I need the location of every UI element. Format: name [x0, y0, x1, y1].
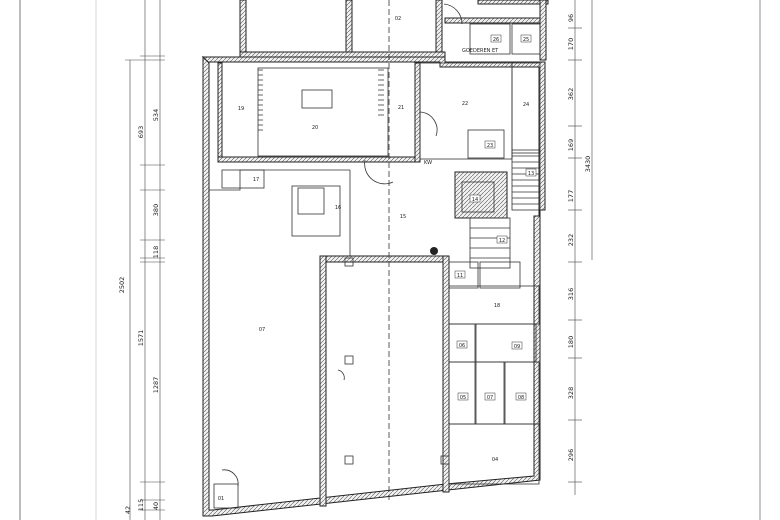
svg-text:07: 07: [259, 327, 265, 333]
svg-text:07: 07: [487, 395, 493, 401]
dimension-labels-right: 96 170 362 169 177 232 316 180 328 296 3…: [567, 14, 592, 461]
dim-693: 693: [137, 126, 145, 138]
room-label: 23: [484, 140, 496, 149]
room-label: 07: [259, 327, 265, 333]
kw-annotation: KW: [424, 160, 432, 166]
svg-text:01: 01: [218, 496, 224, 502]
room-label: 08: [515, 392, 527, 401]
dim-40: 40: [152, 502, 160, 510]
svg-text:11: 11: [457, 273, 463, 279]
room-label: 22: [462, 101, 468, 107]
svg-text:04: 04: [492, 457, 498, 463]
dim-42: 42: [124, 506, 132, 514]
room-label: 21: [398, 105, 404, 111]
dim-169: 169: [567, 139, 575, 151]
room-label: 05: [457, 392, 469, 401]
dim-3430: 3430: [584, 156, 592, 173]
outer-wall: [201, 55, 546, 517]
room-labels: 02 26 25 19 20 21 22 24 23 17 16 15 13 1…: [218, 16, 537, 502]
dim-362: 362: [567, 88, 575, 100]
dim-534: 534: [152, 109, 160, 121]
stair-block-top-wall: [444, 17, 546, 24]
svg-text:13: 13: [528, 171, 534, 177]
dim-1571: 1571: [137, 330, 145, 347]
room-label: 25: [520, 34, 532, 43]
room-label: 18: [494, 303, 500, 309]
svg-text:21: 21: [398, 105, 404, 111]
dim-180: 180: [567, 336, 575, 348]
room-label: 20: [312, 125, 318, 131]
table: [301, 89, 333, 109]
room-label: 16: [335, 205, 341, 211]
dim-328: 328: [567, 387, 575, 399]
room-label: 13: [525, 168, 537, 177]
building: [201, 0, 549, 517]
dim-96: 96: [567, 14, 575, 22]
room-label: 17: [253, 177, 259, 183]
room-label: 11: [454, 270, 466, 279]
svg-text:12: 12: [499, 238, 505, 244]
dim-296: 296: [567, 449, 575, 461]
svg-text:18: 18: [494, 303, 500, 309]
svg-text:15: 15: [400, 214, 406, 220]
room-label: 12: [496, 235, 508, 244]
svg-text:20: 20: [312, 125, 318, 131]
room-label: 02: [395, 16, 401, 22]
room-label: 07: [484, 392, 496, 401]
svg-text:05: 05: [460, 395, 466, 401]
dim-380: 380: [152, 204, 160, 216]
dimension-chain-right: [568, 0, 593, 495]
svg-text:24: 24: [523, 102, 529, 108]
dim-1287: 1287: [152, 377, 160, 394]
room-label: 06: [456, 340, 468, 349]
room-label: 14: [469, 194, 481, 203]
dim-316: 316: [567, 288, 575, 300]
svg-text:25: 25: [523, 37, 529, 43]
svg-text:02: 02: [395, 16, 401, 22]
svg-text:23: 23: [487, 143, 493, 149]
room-label: 01: [218, 496, 224, 502]
dim-115: 115: [137, 499, 145, 511]
room-label: 09: [511, 341, 523, 350]
svg-text:09: 09: [514, 344, 520, 350]
dim-170: 170: [567, 38, 575, 50]
dimension-labels-left: 693 534 380 118 2502 1571 1287 115 42 40: [118, 109, 160, 514]
svg-text:14: 14: [472, 197, 478, 203]
lift-core: [454, 171, 508, 219]
room-label: 26: [490, 34, 502, 43]
room-label: 24: [523, 102, 529, 108]
svg-text:16: 16: [335, 205, 341, 211]
dimension-chain-left: [125, 0, 165, 520]
entrance-annotation: GOEDEREN ET: [462, 48, 499, 54]
dim-232: 232: [567, 234, 575, 246]
dim-177: 177: [567, 190, 575, 202]
hall-wall-left: [319, 255, 327, 507]
svg-text:26: 26: [493, 37, 499, 43]
annex-wall-right: [435, 0, 443, 59]
hall-wall-top: [319, 255, 449, 263]
dim-118: 118: [152, 246, 160, 258]
room-label: 19: [238, 106, 244, 112]
dim-2502: 2502: [118, 277, 126, 294]
annex-wall-top: [239, 0, 247, 59]
svg-text:19: 19: [238, 106, 244, 112]
annex-wall-mid: [345, 0, 353, 59]
svg-text:22: 22: [462, 101, 468, 107]
svg-text:08: 08: [518, 395, 524, 401]
room-label: 04: [492, 457, 498, 463]
room-label: 15: [400, 214, 406, 220]
hall-wall-right: [442, 255, 450, 493]
svg-text:06: 06: [459, 343, 465, 349]
room-20-wall-top: [217, 62, 223, 162]
svg-text:17: 17: [253, 177, 259, 183]
